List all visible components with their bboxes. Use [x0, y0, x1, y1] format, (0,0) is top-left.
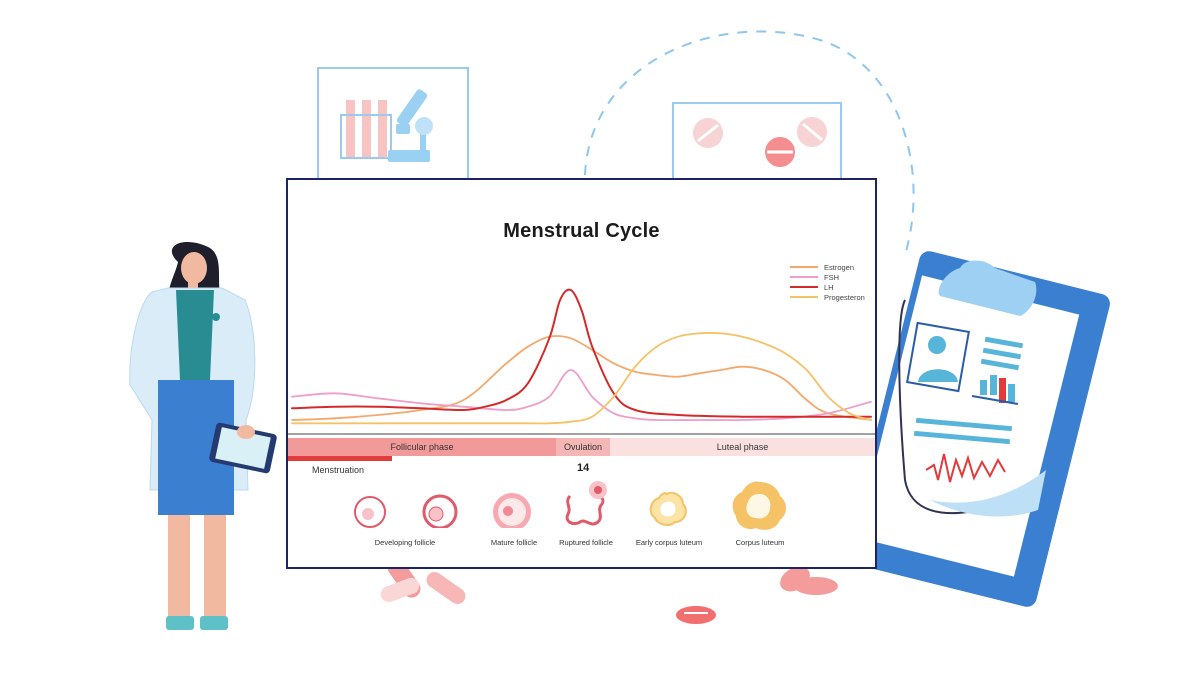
microscope-icon — [388, 89, 433, 162]
phase-follicular: Follicular phase — [288, 438, 556, 456]
clipboard-icon — [846, 251, 1110, 607]
follicle-stage-label: Early corpus luteum — [635, 538, 703, 547]
series-line-lh — [291, 288, 872, 418]
legend-swatch-fsh — [790, 276, 818, 278]
ovulation-day-label: 14 — [577, 462, 590, 474]
chart-plot — [288, 288, 875, 435]
series-line-progesteron — [291, 332, 872, 425]
mature-follicle-icon — [493, 493, 531, 528]
series-line-fsh — [291, 369, 872, 422]
chart-title: Menstrual Cycle — [503, 220, 660, 242]
ruptured-follicle-icon — [565, 481, 607, 526]
legend-item-progesteron: Progesteron — [790, 292, 865, 302]
dashed-arc — [584, 30, 915, 256]
legend-item-lh: LH — [790, 282, 865, 292]
corpus-luteum-icon — [732, 481, 786, 530]
legend-swatch-progesteron — [790, 296, 818, 298]
legend-label: Estrogen — [824, 262, 855, 272]
menstruation-bar — [288, 456, 392, 461]
legend-swatch-estrogen — [790, 266, 818, 268]
doctor-figure — [129, 242, 277, 630]
legend-item-estrogen: Estrogen — [790, 262, 865, 272]
developing-follicle-icon — [354, 496, 386, 528]
developing-follicle-large-icon — [422, 494, 458, 528]
follicle-stage-label: Corpus luteum — [735, 538, 785, 547]
phase-luteal: Luteal phase — [610, 438, 875, 456]
menstrual-cycle-chart: Menstrual Cycle Estrogen FSH LH Progeste… — [286, 178, 877, 569]
follicle-stage-label: Ruptured follicle — [559, 538, 613, 547]
early-corpus-luteum-icon — [649, 491, 687, 526]
legend-item-fsh: FSH — [790, 272, 865, 282]
pill-icons — [693, 117, 827, 167]
legend-label: Progesteron — [824, 292, 865, 302]
legend-label: LH — [824, 282, 834, 292]
test-tubes-icon — [346, 100, 387, 158]
menstruation-label: Menstruation — [312, 465, 365, 475]
slide-outline — [340, 114, 392, 159]
follicle-stage-label: Developing follicle — [374, 538, 436, 547]
legend-label: FSH — [824, 272, 839, 282]
series-line-estrogen — [291, 335, 872, 421]
phase-ovulation: Ovulation — [556, 438, 610, 456]
phase-label: Ovulation — [563, 442, 603, 452]
chart-legend: Estrogen FSH LH Progesteron — [790, 262, 865, 302]
follicle-stage-label: Mature follicle — [490, 538, 538, 547]
phase-label: Follicular phase — [390, 442, 454, 452]
legend-swatch-lh — [790, 286, 818, 288]
phase-label: Luteal phase — [716, 442, 769, 452]
